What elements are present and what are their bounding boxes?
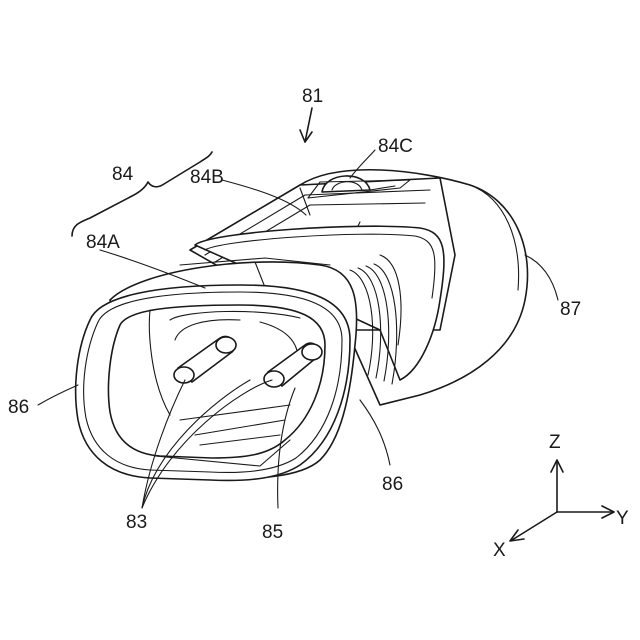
label-84a: 84A [86,232,120,253]
label-81: 81 [302,86,323,107]
label-83: 83 [126,512,147,533]
label-84: 84 [112,164,134,185]
front-seal-ring [76,285,350,480]
label-86-right: 86 [382,474,403,495]
axis-triad: Z Y X [493,432,629,561]
x-arrowhead-icon [510,530,524,541]
label-84c: 84C [378,136,413,157]
bracket-84 [72,152,212,236]
label-86-left: 86 [8,397,29,418]
axis-label-z: Z [549,432,561,453]
axis-label-y: Y [616,508,629,529]
label-85: 85 [262,522,283,543]
label-87: 87 [560,299,581,320]
x-axis-line [512,512,557,540]
label-84b: 84B [190,167,224,188]
axis-label-x: X [493,540,506,561]
